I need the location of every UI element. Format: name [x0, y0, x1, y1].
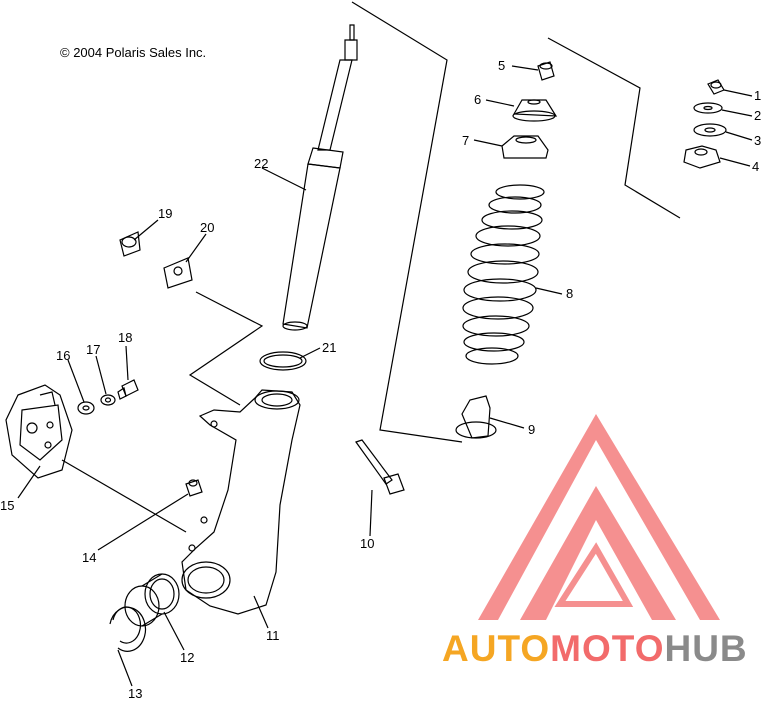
- callout-14: 14: [82, 550, 96, 565]
- callout-16: 16: [56, 348, 70, 363]
- callout-18: 18: [118, 330, 132, 345]
- callout-19: 19: [158, 206, 172, 221]
- callout-2: 2: [754, 108, 761, 123]
- leader-14: [97, 493, 189, 551]
- leader-16: [67, 359, 85, 403]
- leader-11: [253, 595, 269, 629]
- callout-13: 13: [128, 686, 142, 701]
- bracket-line-top-hardware: [547, 37, 681, 219]
- bracket-line-knuckle: [188, 291, 264, 406]
- leader-15b: [61, 459, 187, 533]
- nut-part-1: [707, 79, 725, 95]
- grommet-part-19: [119, 231, 141, 257]
- leader-7: [473, 139, 503, 147]
- leader-5: [511, 65, 539, 71]
- brake-caliper-part-15: [5, 384, 73, 479]
- watermark-hub: HUB: [664, 628, 747, 669]
- leader-22: [261, 167, 307, 191]
- bracket-line-strut: [351, 1, 463, 443]
- callout-17: 17: [86, 342, 100, 357]
- leader-19: [133, 219, 159, 241]
- leader-4: [719, 157, 751, 167]
- bleeder-fitting-part-14: [185, 479, 203, 497]
- strut-part-22: [282, 24, 358, 331]
- callout-11: 11: [266, 628, 280, 643]
- seal-ring-part-21: [259, 351, 307, 371]
- bushing-part-3: [693, 123, 727, 137]
- leader-3: [725, 131, 753, 141]
- watermark-auto: AUTO: [442, 628, 550, 669]
- coil-spring-part-8: [462, 184, 545, 365]
- jounce-bumper-part-9: [455, 395, 497, 439]
- wheel-bearing-part-12: [124, 573, 180, 627]
- callout-22: 22: [254, 156, 268, 171]
- leader-10: [369, 489, 373, 537]
- steering-knuckle-part-11: [181, 389, 301, 615]
- watermark-text: AUTOMOTOHUB: [442, 628, 748, 669]
- callout-7: 7: [462, 133, 469, 148]
- callout-21: 21: [322, 340, 336, 355]
- leader-2: [721, 109, 753, 117]
- upper-mount-part-4: [683, 145, 721, 169]
- callout-6: 6: [474, 92, 481, 107]
- washer-part-17: [100, 394, 116, 406]
- spring-cap-part-6: [512, 99, 558, 122]
- nut-part-16: [77, 401, 95, 415]
- callout-1: 1: [754, 88, 761, 103]
- leader-18: [125, 345, 129, 381]
- leader-6: [485, 99, 515, 107]
- snap-ring-part-13: [109, 606, 147, 652]
- leader-12: [163, 611, 185, 651]
- bracket-clip-part-20: [163, 257, 193, 289]
- spring-seat-part-7: [501, 135, 549, 159]
- bolt-part-10: [355, 439, 405, 495]
- leader-9: [489, 417, 525, 429]
- copyright-text: © 2004 Polaris Sales Inc.: [60, 45, 206, 60]
- automotohub-logo: [478, 414, 720, 620]
- callout-20: 20: [200, 220, 214, 235]
- leader-1: [723, 89, 753, 97]
- leader-15: [17, 465, 41, 499]
- callout-8: 8: [566, 286, 573, 301]
- callout-15: 15: [0, 498, 14, 513]
- leader-20: [185, 233, 207, 263]
- callout-12: 12: [180, 650, 194, 665]
- callout-10: 10: [360, 536, 374, 551]
- leader-13: [117, 649, 133, 687]
- nut-part-5: [537, 61, 555, 81]
- bolt-part-18: [117, 379, 139, 400]
- washer-part-2: [693, 102, 723, 114]
- leader-8: [535, 287, 563, 295]
- leader-21: [299, 347, 321, 359]
- callout-9: 9: [528, 422, 535, 437]
- watermark-moto: MOTO: [550, 628, 664, 669]
- callout-5: 5: [498, 58, 505, 73]
- leader-17: [95, 355, 107, 395]
- callout-3: 3: [754, 133, 761, 148]
- callout-4: 4: [752, 159, 759, 174]
